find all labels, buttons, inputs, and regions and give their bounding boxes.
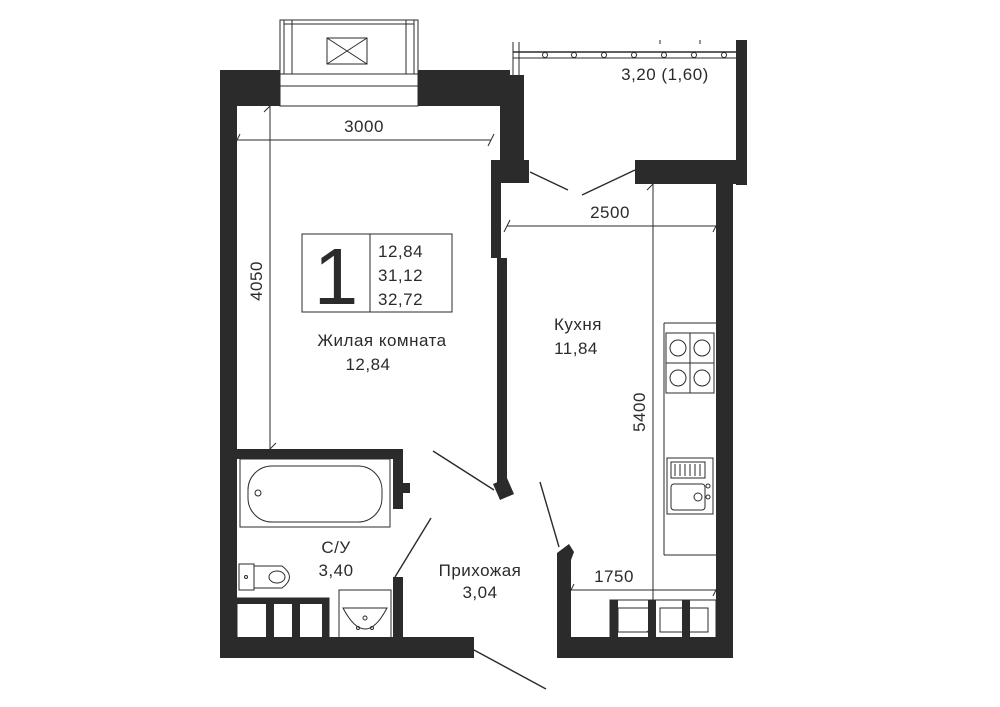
- dim-kitchen-width: 2500: [590, 203, 630, 222]
- living-area-value: 12,84: [378, 242, 423, 261]
- wall-bottom-right: [557, 637, 733, 658]
- door-living: [432, 450, 495, 491]
- door-entrance: [473, 649, 547, 690]
- wall-balcony-right: [736, 40, 747, 185]
- toilet: [238, 563, 290, 591]
- dim-kitchen-depth: 5400: [630, 392, 649, 432]
- wall-kitchen-stub-end: [557, 544, 574, 560]
- kitchen-name: Кухня: [554, 315, 602, 334]
- room-labels: Жилая комната 12,84 Кухня 11,84 С/У 3,40…: [317, 65, 709, 602]
- apartment-info-box: 1 12,84 31,12 32,72: [301, 232, 453, 321]
- wall-kitchen-stub: [557, 553, 571, 658]
- bathroom-name: С/У: [321, 538, 350, 557]
- dim-living-width: 3000: [344, 117, 384, 136]
- wall-left-outer: [220, 70, 237, 658]
- wall-partition-end: [493, 478, 514, 500]
- wall-bath-lower: [393, 577, 403, 639]
- wall-bottom-left: [220, 637, 474, 658]
- wall-top-left: [220, 70, 280, 106]
- living-room-name: Жилая комната: [317, 331, 446, 350]
- hall-name: Прихожая: [439, 561, 522, 580]
- stove: [665, 332, 715, 394]
- walls: [220, 40, 747, 658]
- balcony-area: 3,20 (1,60): [621, 65, 709, 84]
- living-room-area: 12,84: [345, 355, 390, 374]
- door-bathroom: [394, 517, 432, 578]
- kitchen-area: 11,84: [554, 339, 598, 358]
- window-living: [279, 19, 419, 107]
- wall-partition-living-kitchen: [491, 160, 501, 258]
- kitchen-counter: [663, 322, 716, 556]
- door-kitchen: [539, 481, 560, 548]
- balcony-railing: [512, 40, 736, 75]
- dimension-labels: 3000 4050 2500 5400 1750: [247, 117, 649, 586]
- window-kitchen: [609, 599, 717, 641]
- total-area-with-balcony-value: 32,72: [378, 290, 423, 309]
- wall-bath-right: [393, 449, 403, 509]
- balcony-door: [529, 169, 636, 196]
- dimension-lines: [233, 99, 720, 644]
- wall-bath-top: [237, 449, 403, 459]
- bathtub: [239, 458, 391, 528]
- bathroom-area: 3,40: [318, 561, 353, 580]
- wall-pillar-step: [495, 160, 529, 183]
- kitchen-sink: [666, 457, 714, 515]
- wall-partition-lower: [497, 258, 507, 486]
- bathroom-sink: [338, 589, 392, 641]
- dim-hall-width: 1750: [594, 567, 634, 586]
- dim-living-depth: 4050: [247, 261, 266, 301]
- wall-top-right: [418, 70, 510, 106]
- hall-area: 3,04: [462, 583, 497, 602]
- total-area-value: 31,12: [378, 266, 423, 285]
- wall-right-outer: [716, 180, 733, 658]
- rooms-count: 1: [314, 232, 359, 321]
- wall-bath-right-tab: [403, 483, 410, 493]
- window-bathroom: [236, 597, 330, 641]
